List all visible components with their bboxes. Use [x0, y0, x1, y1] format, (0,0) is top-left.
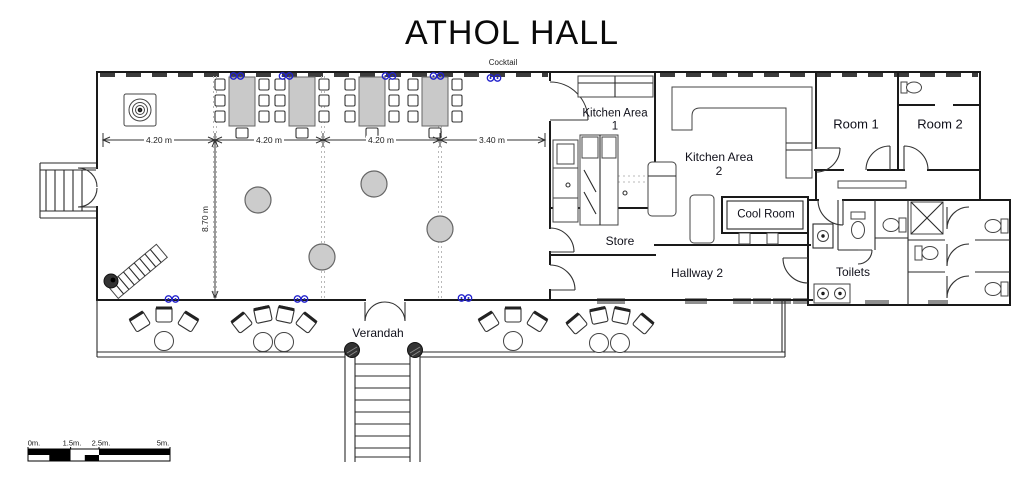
table-group: [274, 76, 330, 139]
kitchen-area-1-number: 1: [611, 120, 619, 133]
cool-room-label: Cool Room: [737, 208, 795, 221]
scale-label-3: 5m.: [156, 438, 170, 448]
chair-group: [128, 306, 200, 351]
table-group: [214, 76, 270, 139]
dimension-label-2: 4.20 m: [254, 134, 284, 145]
dimension-label-4: 3.40 m: [477, 134, 507, 145]
toilets-label: Toilets: [835, 265, 871, 279]
power-point-icon: [429, 72, 445, 80]
kitchen-area-2-label: Kitchen Area: [684, 150, 754, 164]
toilet-icon: [882, 217, 907, 233]
power-point-icon: [229, 72, 245, 80]
kitchen1-fixtures: [552, 75, 654, 226]
verandah-outline: [96, 300, 786, 358]
hallway-2-label: Hallway 2: [670, 266, 724, 280]
column-icon: [308, 243, 336, 271]
power-point-icon: [381, 72, 397, 80]
verandah-label: Verandah: [352, 326, 404, 340]
power-point-icon: [164, 295, 180, 303]
table-group: [407, 76, 463, 139]
scale-label-0: 0m.: [27, 438, 41, 448]
room-2-label: Room 2: [917, 116, 963, 132]
page-title: ATHOL HALL: [404, 14, 620, 52]
kitchen-area-1-label: Kitchen Area: [582, 107, 648, 120]
dimension-label-depth: 8.70 m: [199, 204, 210, 234]
kitchen2-counter: [647, 86, 813, 244]
chair-group: [477, 306, 549, 351]
chair-group: [565, 306, 655, 353]
verandah-furniture: [128, 305, 655, 353]
basin-icon: [817, 230, 829, 242]
dimension-lines: [101, 133, 547, 300]
column-icon: [244, 186, 272, 214]
dimension-label-3: 4.20 m: [366, 134, 396, 145]
hall-tables: [214, 76, 463, 139]
piano-icon: [103, 243, 169, 300]
column-icon: [426, 215, 454, 243]
column-icon: [360, 170, 388, 198]
kitchen-area-2-number: 2: [715, 164, 723, 178]
power-point-icon: [457, 294, 473, 302]
toilet-icon: [984, 281, 1009, 297]
power-point-icon: [278, 72, 294, 80]
verandah-stairs: [344, 352, 421, 462]
building-walls: [96, 71, 1011, 306]
toilets-partitions: [812, 200, 1010, 305]
scale-bar: [27, 447, 171, 462]
cool-room-box: [721, 196, 809, 245]
power-point-icon: [293, 295, 309, 303]
power-points: [164, 72, 502, 303]
toilet-icon: [914, 245, 939, 261]
scale-label-2: 2.5m.: [91, 438, 111, 448]
room-1-label: Room 1: [833, 116, 879, 132]
stair-posts: [344, 342, 423, 358]
table-group: [344, 76, 400, 139]
power-point-icon: [486, 74, 502, 82]
speaker-icon: [123, 93, 157, 127]
double-sink-icon: [813, 283, 851, 304]
hallway-bench: [837, 180, 907, 189]
toilet-icon: [850, 211, 866, 239]
toilet-icon: [984, 218, 1009, 234]
columns: [244, 170, 454, 271]
ensuite-toilet-icon: [900, 81, 922, 94]
chair-group: [230, 305, 318, 352]
dimension-label-1: 4.20 m: [144, 134, 174, 145]
door-arcs: [77, 81, 970, 322]
store-label: Store: [605, 234, 635, 248]
toilets-fixtures: [813, 81, 1009, 304]
cocktail-label: Cocktail: [488, 58, 518, 67]
shaft-icon: [910, 201, 944, 235]
scale-label-1: 1.5m.: [62, 438, 82, 448]
left-stairs: [39, 162, 96, 219]
